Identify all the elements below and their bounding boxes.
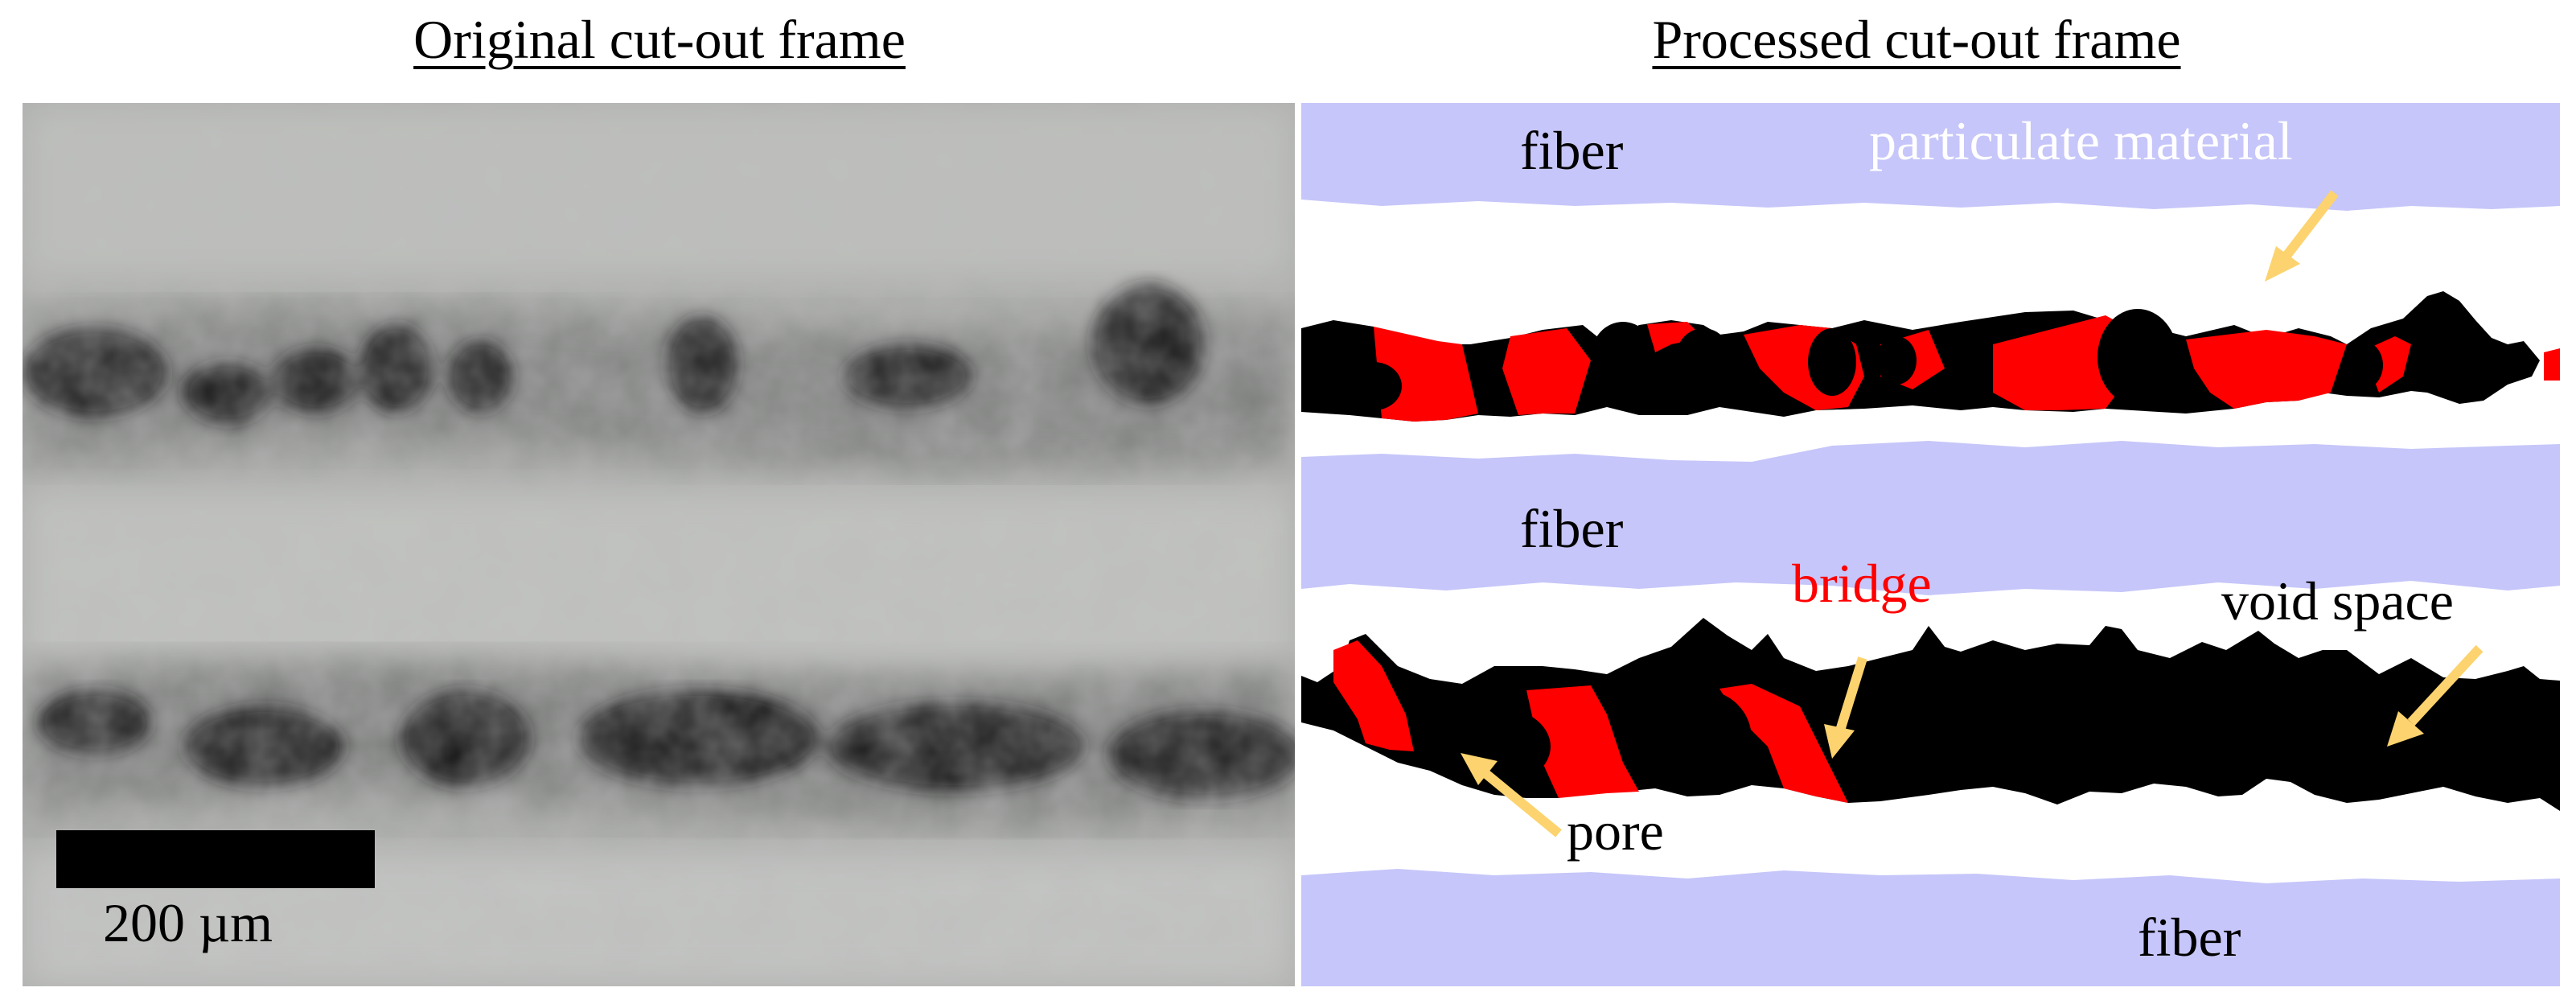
fiber-band-middle [1301, 441, 2560, 595]
fiber-band-bottom [1301, 869, 2560, 986]
original-micrograph [23, 103, 1295, 986]
scale-bar-label: 200 µm [103, 892, 273, 953]
right-panel-title: Processed cut-out frame [1652, 9, 2181, 70]
scale-bar [56, 830, 375, 888]
fiber-label-middle: fiber [1520, 498, 1624, 559]
left-panel-title: Original cut-out frame [413, 9, 906, 70]
bridge-label: bridge [1792, 553, 1932, 614]
particles-row-1 [1346, 309, 2383, 410]
pore-label: pore [1567, 800, 1664, 862]
particles-row-2 [1438, 690, 1752, 787]
arrows [1461, 190, 2484, 837]
fiber-band-top [1301, 103, 2560, 211]
fiber-label-top: fiber [1520, 120, 1624, 181]
void-space-label: void space [2221, 570, 2454, 632]
original-frame-image: 200 µm [23, 103, 1295, 986]
particulate-material-label: particulate material [1869, 110, 2293, 171]
fiber-label-bottom: fiber [2138, 907, 2241, 968]
processed-frame-image: fiber particulate material fiber bridge … [1301, 103, 2560, 986]
processed-segmentation [1301, 103, 2560, 986]
bridges-row-1 [1374, 315, 2560, 422]
bridges-row-2 [1333, 640, 1848, 803]
